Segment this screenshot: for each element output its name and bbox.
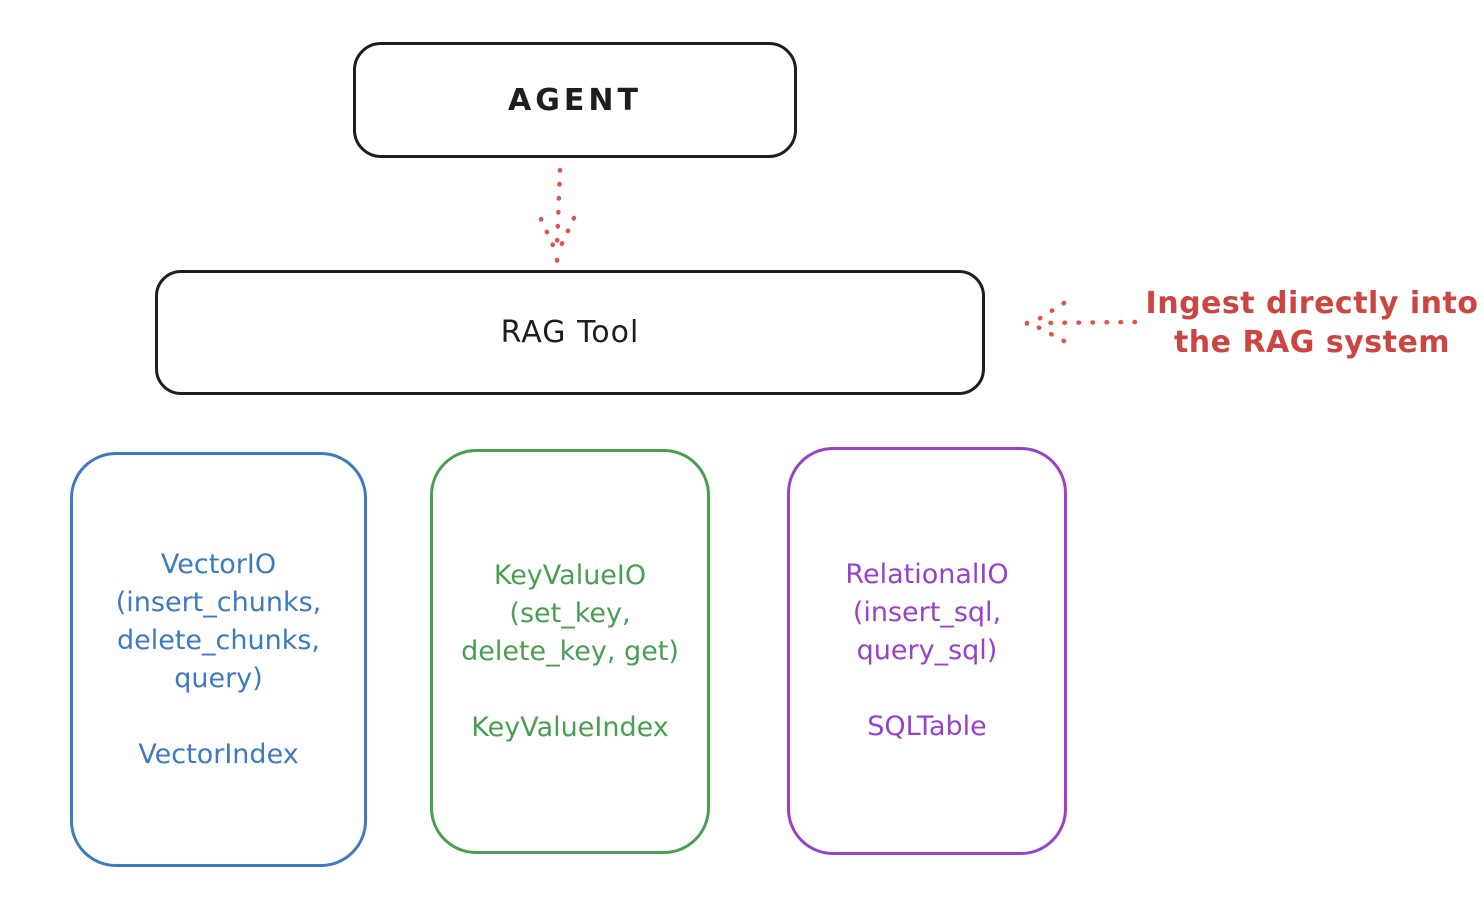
ingest-annotation-line-2: the RAG system bbox=[1173, 325, 1451, 360]
vector-io-line-3: delete_chunks, bbox=[116, 624, 320, 656]
node-rag-tool-label: RAG Tool bbox=[500, 315, 640, 350]
node-relational-io: RelationalIO (insert_sql, query_sql) SQL… bbox=[787, 447, 1067, 855]
key-value-io-title-block: KeyValueIO (set_key, delete_key, get) bbox=[461, 557, 679, 671]
relational-io-line-1: RelationalIO bbox=[845, 559, 1009, 590]
relational-io-line-3: query_sql) bbox=[856, 635, 998, 666]
node-vector-io: VectorIO (insert_chunks, delete_chunks, … bbox=[70, 452, 367, 867]
vector-io-line-4: query) bbox=[174, 662, 263, 694]
ingest-annotation-line-1: Ingest directly into bbox=[1145, 286, 1479, 321]
vector-io-line-2: (insert_chunks, bbox=[115, 586, 322, 618]
relational-io-line-2: (insert_sql, bbox=[852, 597, 1002, 628]
sql-table-label: SQLTable bbox=[867, 711, 987, 742]
relational-io-title-block: RelationalIO (insert_sql, query_sql) bbox=[845, 556, 1008, 670]
agent-to-ragtool-arrow bbox=[538, 167, 577, 263]
key-value-io-line-1: KeyValueIO bbox=[493, 559, 647, 591]
node-agent-label: AGENT bbox=[508, 82, 642, 118]
key-value-io-line-3: delete_key, get) bbox=[461, 635, 679, 667]
node-rag-tool: RAG Tool bbox=[155, 270, 985, 395]
key-value-index-label: KeyValueIndex bbox=[471, 711, 669, 743]
node-agent: AGENT bbox=[353, 42, 797, 158]
vector-io-line-1: VectorIO bbox=[160, 548, 277, 580]
vector-index-label: VectorIndex bbox=[138, 738, 299, 770]
ingest-annotation-arrow bbox=[1024, 300, 1138, 344]
ingest-annotation: Ingest directly into the RAG system bbox=[1140, 284, 1484, 362]
key-value-io-line-2: (set_key, bbox=[509, 597, 631, 629]
node-key-value-io: KeyValueIO (set_key, delete_key, get) Ke… bbox=[430, 449, 710, 854]
vector-io-title-block: VectorIO (insert_chunks, delete_chunks, … bbox=[116, 546, 321, 698]
